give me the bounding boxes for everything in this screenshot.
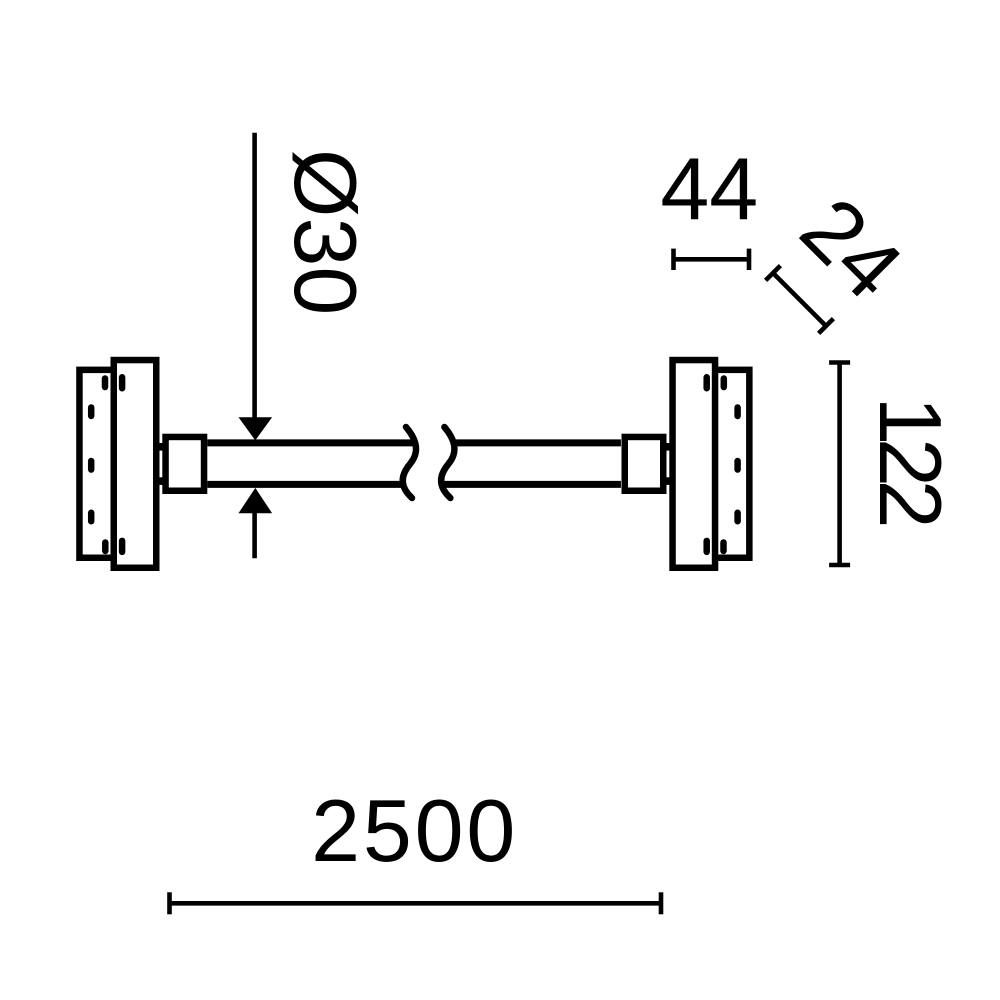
right-stem-top-tab [666,443,670,451]
screw-hole [118,374,126,392]
screw-hole [703,537,710,556]
dim-bracket-depth: 44 [660,140,758,270]
dim-collar-depth-label: 24 [782,178,921,317]
screw-hole [703,374,710,392]
dim-tube-diameter: Ø30 [238,132,375,559]
dim-diameter-label: Ø30 [276,149,375,315]
right-collar [621,433,667,495]
arrow-down-icon [238,417,273,441]
left-stem-bottom-tab [159,477,163,485]
break-curve-left [399,423,420,502]
arrow-up-icon [238,487,273,514]
dim-overall-length: 2500 [167,781,664,915]
tube [207,423,621,502]
left-collar [162,433,208,495]
break-curve-right [437,423,458,502]
screw-hole [720,375,728,391]
dim-24-end-tick [816,316,836,336]
left-front-plate [110,356,160,571]
dim-24-line [771,271,828,328]
left-bracket [76,356,208,571]
screw-hole [87,457,95,473]
right-front-plate [669,356,719,571]
dim-collar-depth: 24 [763,178,921,336]
right-bracket [621,356,753,571]
screw-hole [118,537,126,556]
screw-hole [87,404,95,420]
screw-hole [102,539,109,555]
dim-bracket-depth-label: 44 [660,140,758,239]
dim-24-start-tick [763,263,783,283]
screw-hole [87,509,95,525]
screw-hole [734,404,741,420]
screw-hole [101,375,109,391]
left-bracket-holes [87,374,126,556]
right-bracket-holes [703,374,741,556]
right-stem-bottom-tab [666,477,670,485]
screw-hole [720,539,727,555]
dim-bracket-height-label: 122 [861,396,960,528]
screw-hole [734,509,741,525]
left-stem-top-tab [159,443,163,451]
screw-hole [734,457,741,473]
dim-bracket-height: 122 [829,360,960,568]
dim-overall-length-label: 2500 [311,781,515,880]
